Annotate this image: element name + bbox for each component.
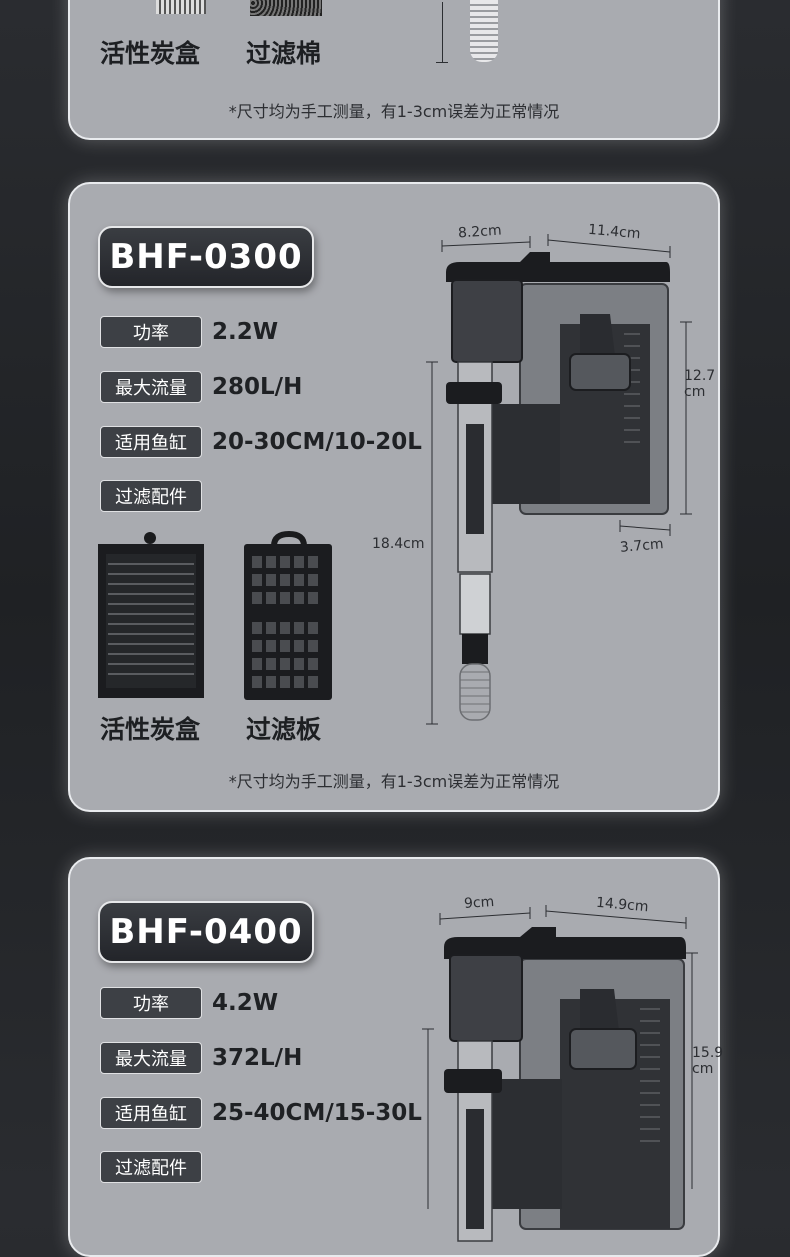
spec-label: 最大流量 xyxy=(100,1042,202,1074)
charcoal-box-image xyxy=(156,0,206,14)
product-card-bhf-0400: BHF-0400 功率 4.2W 最大流量 372L/H 适用鱼缸 25-40C… xyxy=(68,857,724,1257)
charcoal-box-image xyxy=(98,532,204,698)
dimension-width-a: 8.2cm xyxy=(457,222,503,242)
spec-value: 372L/H xyxy=(212,1045,303,1071)
intake-tube-image xyxy=(470,0,498,62)
sponge-image xyxy=(250,0,322,16)
spec-row-tank: 适用鱼缸 25-40CM/15-30L xyxy=(100,1097,422,1129)
spec-label: 功率 xyxy=(100,987,202,1019)
spec-row-flow: 最大流量 372L/H xyxy=(100,1042,302,1074)
model-badge: BHF-0300 xyxy=(98,226,314,288)
hang-on-filter-image xyxy=(426,234,692,725)
spec-label: 最大流量 xyxy=(100,371,202,403)
spec-row-power: 功率 4.2W xyxy=(100,987,278,1019)
filter-plate-image xyxy=(244,530,332,700)
dimension-total-height: 18.4cm xyxy=(372,536,425,552)
spec-row-flow: 最大流量 280L/H xyxy=(100,371,302,403)
spec-value: 20-30CM/10-20L xyxy=(212,429,422,455)
spec-label: 过滤配件 xyxy=(100,480,202,512)
spec-label: 适用鱼缸 xyxy=(100,1097,202,1129)
spec-value: 280L/H xyxy=(212,374,303,400)
dimension-tick xyxy=(436,62,448,63)
accessory-label-2: 过滤棉 xyxy=(246,39,322,68)
measurement-note: *尺寸均为手工测量，有1-3cm误差为正常情况 xyxy=(228,102,560,121)
spec-value: 25-40CM/15-30L xyxy=(212,1100,422,1126)
dimension-height: 12.7 cm xyxy=(684,368,716,400)
product-card-bhf-0300: BHF-0300 功率 2.2W 最大流量 280L/H 适用鱼缸 20-30C… xyxy=(68,182,720,812)
spec-row-accessories: 过滤配件 xyxy=(100,1151,202,1183)
accessory-label-1: 活性炭盒 xyxy=(100,715,201,744)
dimension-width-a: 9cm xyxy=(463,893,495,913)
spec-value: 2.2W xyxy=(212,319,279,345)
hang-on-filter-image xyxy=(422,905,698,1242)
spec-label: 过滤配件 xyxy=(100,1151,202,1183)
accessory-label-1: 活性炭盒 xyxy=(100,39,201,68)
spec-label: 适用鱼缸 xyxy=(100,426,202,458)
spec-label: 功率 xyxy=(100,316,202,348)
spec-value: 4.2W xyxy=(212,990,279,1016)
dimension-height: 15.9 cm xyxy=(692,1045,724,1077)
spec-row-accessories: 过滤配件 xyxy=(100,480,202,512)
product-card-1: 活性炭盒 过滤棉 *尺寸均为手工测量，有1-3cm误差为正常情况 xyxy=(68,0,720,140)
measurement-note: *尺寸均为手工测量，有1-3cm误差为正常情况 xyxy=(228,772,560,791)
model-badge: BHF-0400 xyxy=(98,901,314,963)
accessory-label-2: 过滤板 xyxy=(246,715,322,744)
dimension-line xyxy=(442,2,443,62)
spec-row-power: 功率 2.2W xyxy=(100,316,278,348)
spec-row-tank: 适用鱼缸 20-30CM/10-20L xyxy=(100,426,422,458)
